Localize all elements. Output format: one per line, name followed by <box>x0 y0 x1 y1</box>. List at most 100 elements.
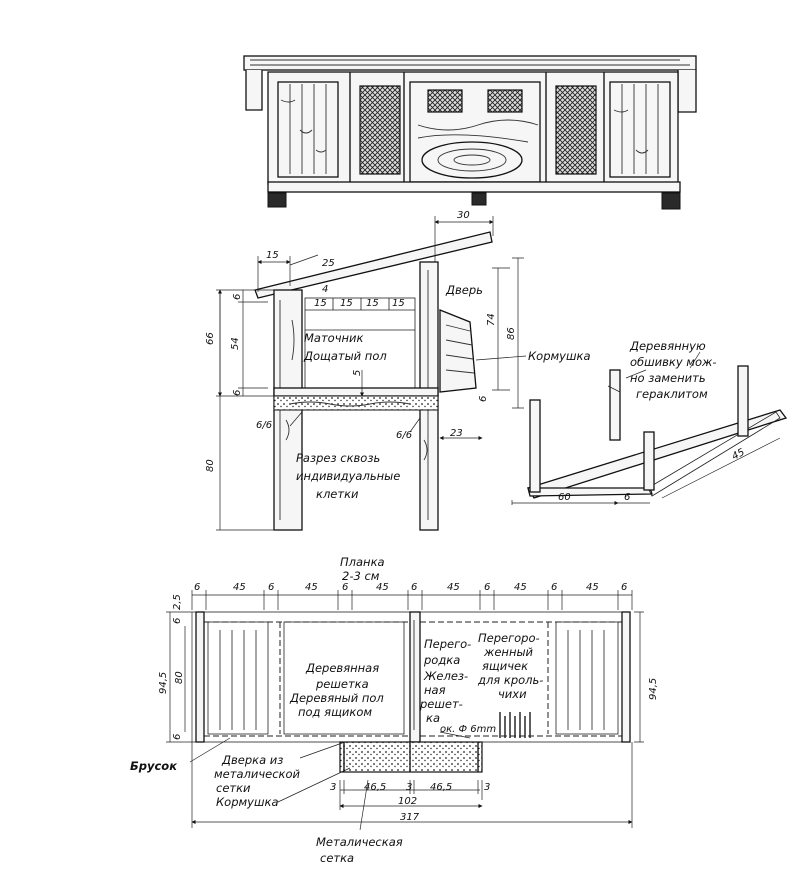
plan-dim-6-left-2: 6 <box>172 734 183 740</box>
frame-note-1: Деревянную <box>629 339 706 353</box>
plan-view <box>166 590 644 831</box>
plan-right-cage <box>555 621 619 735</box>
metal-mesh-label-2: сетка <box>320 851 354 865</box>
plank-label-2: 2-3 см <box>342 569 380 583</box>
box-label-3: ящичек <box>482 659 528 673</box>
plan-dim-46-5-b: 46,5 <box>430 782 452 793</box>
dim-5: 5 <box>352 370 363 376</box>
front-elevation <box>243 55 697 210</box>
plan-dim-102: 102 <box>398 796 417 807</box>
frame-dim-60: 60 <box>558 492 571 503</box>
frame-post-4 <box>737 365 749 437</box>
plan-dim-46-5-a: 46,5 <box>364 782 386 793</box>
left-mesh-window <box>359 85 401 175</box>
right-mesh-window <box>555 85 597 175</box>
dim-30: 30 <box>457 210 470 221</box>
plan-feeder-trough <box>339 741 483 773</box>
plan-top-dim-8: 45 <box>447 582 460 593</box>
dim-86: 86 <box>506 327 517 340</box>
box-label-5: чихи <box>498 687 527 701</box>
section-caption-1: Разрез сквозь <box>296 451 380 465</box>
plan-top-dim-13: 6 <box>621 582 627 593</box>
frame-post-2 <box>609 369 621 441</box>
plan-left-cage <box>207 621 269 735</box>
section-feeder <box>439 309 477 393</box>
frame-post-1 <box>529 399 541 493</box>
dim-66: 66 <box>205 332 216 345</box>
plan-top-dim-3: 6 <box>268 582 274 593</box>
floor-label-2: под ящиком <box>298 705 372 719</box>
plan-dim-2-5: 2,5 <box>172 594 183 610</box>
door-mesh-label-3: сетки <box>216 781 251 795</box>
left-leg <box>267 192 287 208</box>
plan-dim-94-5-right: 94,5 <box>648 678 659 700</box>
left-door <box>277 81 339 178</box>
dim-15-b: 15 <box>340 298 353 309</box>
dim-6-6-left: 6/6 <box>256 420 272 431</box>
door-mesh-label-1: Дверка из <box>221 753 283 767</box>
frame-isometric <box>511 351 788 505</box>
frame-post-3 <box>643 431 655 491</box>
plan-top-dim-5: 6 <box>342 582 348 593</box>
plan-dim-3-c: 3 <box>484 782 490 793</box>
dim-15-c: 15 <box>366 298 379 309</box>
right-leg <box>661 192 681 210</box>
partition-label-3: Желез- <box>423 669 468 683</box>
section-roof <box>254 231 493 299</box>
plan-top-dim-9: 6 <box>484 582 490 593</box>
plan-center-partition <box>409 611 421 743</box>
dim-54: 54 <box>230 337 241 350</box>
dim-23: 23 <box>450 428 463 439</box>
floor-label-1: Деревяный пол <box>289 691 384 705</box>
box-label-4: для кроль- <box>477 673 543 687</box>
dim-6-c: 6 <box>478 396 489 402</box>
cross-section <box>216 216 527 531</box>
plank-label-1: Планка <box>340 555 385 569</box>
feeder-label: Кормушка <box>528 349 591 363</box>
plan-top-dim-7: 6 <box>411 582 417 593</box>
partition-label-2: родка <box>423 653 460 667</box>
plank-floor-label: Дощатый пол <box>303 349 387 363</box>
plan-dim-317: 317 <box>400 812 420 823</box>
plan-feeder-label: Кормушка <box>216 795 279 809</box>
bar-label: Брусок <box>130 759 178 773</box>
section-caption-3: клетки <box>316 487 359 501</box>
plan-dim-94-5-left: 94,5 <box>158 672 169 694</box>
plan-dim-6-left: 6 <box>172 618 183 624</box>
rod-label: ок. Ф 6mm <box>440 724 496 735</box>
dim-25: 25 <box>322 258 335 269</box>
metal-mesh-label-1: Металическая <box>316 835 403 849</box>
door-mesh-label-2: металической <box>214 767 300 781</box>
plan-top-dim-1: 6 <box>194 582 200 593</box>
right-door <box>609 81 671 178</box>
frame-note-3: но заменить <box>630 371 706 385</box>
door-label: Дверь <box>445 283 483 297</box>
dim-4: 4 <box>322 284 328 295</box>
plan-dim-3-b: 3 <box>406 782 412 793</box>
dim-6-b: 6 <box>232 390 243 396</box>
dim-6-a: 6 <box>232 294 243 300</box>
partition-label-6: ка <box>426 711 440 725</box>
dim-15-a: 15 <box>314 298 327 309</box>
dim-6-6-right: 6/6 <box>396 430 412 441</box>
partition-label-1: Перего- <box>424 637 471 651</box>
plan-texts: Планка 2-3 см 6 45 6 45 6 45 6 45 6 45 6… <box>130 555 659 865</box>
lattice-label-2: решетка <box>315 677 369 691</box>
plan-top-dim-12: 45 <box>586 582 599 593</box>
frame-note-4: гераклитом <box>636 387 708 401</box>
plan-dim-3-a: 3 <box>330 782 336 793</box>
plan-top-dim-11: 6 <box>551 582 557 593</box>
dim-15-d: 15 <box>392 298 405 309</box>
dim-80: 80 <box>205 459 216 472</box>
dim-74: 74 <box>486 313 497 326</box>
dim-15-top: 15 <box>266 250 279 261</box>
lattice-label-1: Деревянная <box>305 661 379 675</box>
partition-label-4: ная <box>424 683 446 697</box>
brood-label: Маточник <box>304 331 363 345</box>
box-label-1: Перегоро- <box>478 631 540 645</box>
frame-dim-45: 45 <box>730 447 746 463</box>
plan-top-dim-10: 45 <box>514 582 527 593</box>
section-texts: 30 15 25 4 15 15 15 15 66 54 6 6 6 74 86… <box>205 210 591 501</box>
partition-label-5: решет- <box>419 697 463 711</box>
